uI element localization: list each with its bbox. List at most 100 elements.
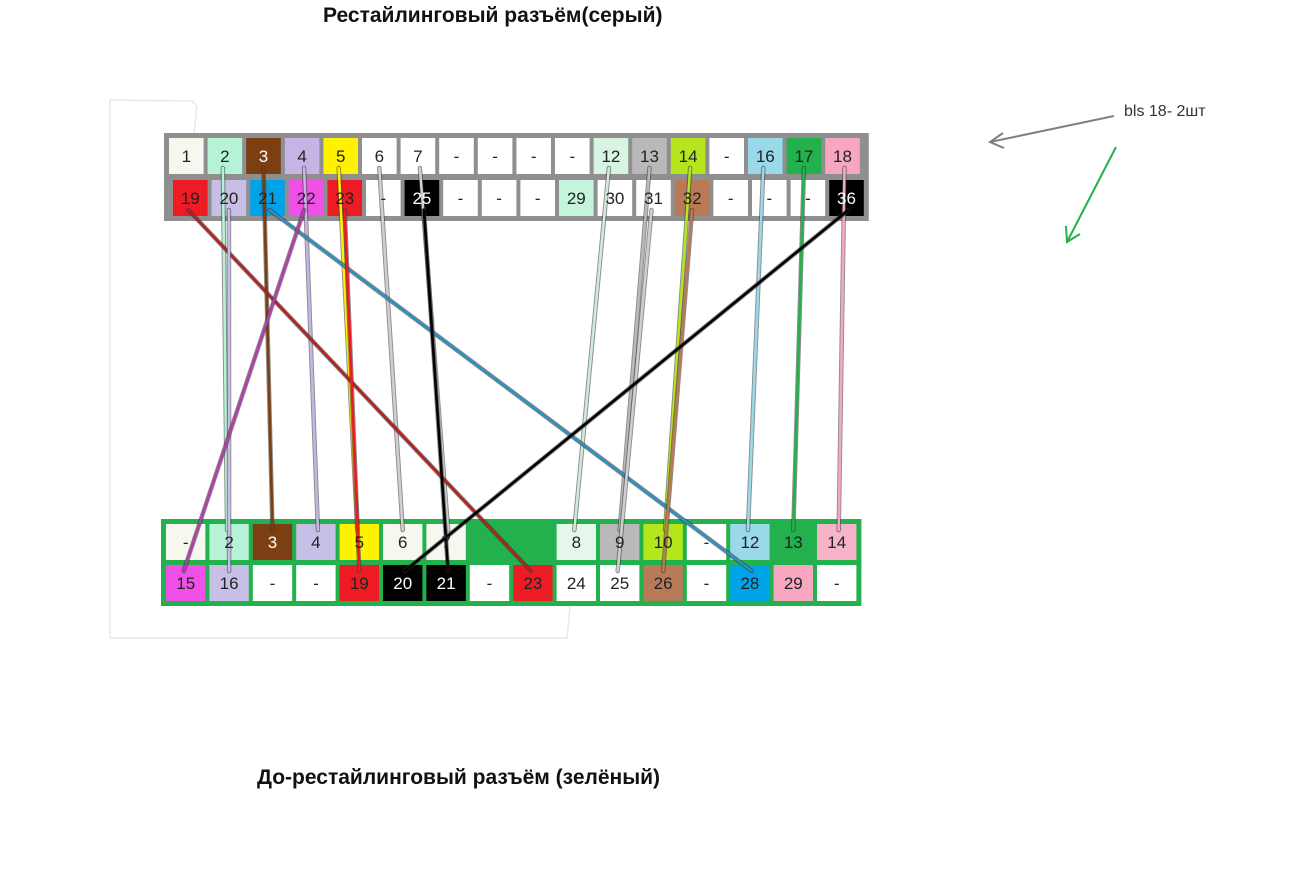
green-connector-pin-label: 13 (784, 533, 803, 552)
gray-connector-pin-label: 4 (297, 147, 306, 166)
green-connector-pin-label: 20 (393, 574, 412, 593)
gray-connector-pin-label: - (724, 147, 730, 166)
gray-connector-pin-label: 12 (601, 147, 620, 166)
green-connector-pin-label: 26 (654, 574, 673, 593)
green-arrow (1065, 146, 1117, 244)
gray-connector-pin-label: 14 (679, 147, 698, 166)
wire (616, 208, 653, 573)
green-connector-pin-label: 2 (224, 533, 233, 552)
gray-connector-pin-label: - (458, 189, 464, 208)
wires-layer (181, 165, 851, 574)
gray-connector-pin-label: 3 (259, 147, 268, 166)
green-connector-pin-cell (817, 565, 857, 601)
wire (422, 208, 450, 573)
gray-connector-pin-label: 17 (794, 147, 813, 166)
gray-connector-pin-label: - (728, 189, 734, 208)
annotation-note: bls 18- 2шт (1124, 103, 1206, 120)
gray-connector-pin-label: 29 (567, 189, 586, 208)
green-connector-pin-label: 10 (654, 533, 673, 552)
gray-connector-pin-label: - (492, 147, 498, 166)
gray-connector-pin-label: 22 (297, 189, 316, 208)
wire (572, 166, 611, 532)
green-connector-pin-cell (296, 565, 336, 601)
gray-connector-pin-label: - (805, 189, 811, 208)
wire (302, 166, 320, 532)
gray-connector-pin-label: 18 (833, 147, 852, 166)
green-connector-pin-label: - (313, 574, 319, 593)
gray-connector-pin-label: - (766, 189, 772, 208)
green-connector-pin-label: 15 (176, 574, 195, 593)
green-connector-pin-label: - (834, 574, 840, 593)
wire (182, 208, 306, 573)
note-arrow (987, 115, 1115, 149)
gray-connector-pin-label: 5 (336, 147, 345, 166)
green-connector-pin-label: 12 (740, 533, 759, 552)
green-connector-pin-label: 21 (437, 574, 456, 593)
gray-connector-pin-label: - (531, 147, 537, 166)
green-connector-pin-label: 24 (567, 574, 586, 593)
green-connector-pin-label: 6 (398, 533, 407, 552)
wire (268, 208, 754, 573)
gray-connector-pin-label: 16 (756, 147, 775, 166)
wire (187, 208, 533, 573)
green-connector-pin-label: 9 (615, 533, 624, 552)
green-connector-pin-label: - (270, 574, 276, 593)
title-restyling-connector: Рестайлинговый разъём(серый) (323, 4, 663, 27)
green-connector-pin-label: 16 (220, 574, 239, 593)
gray-connector-pin-label: 1 (182, 147, 191, 166)
gray-connector-pin-label: 21 (258, 189, 277, 208)
green-connector-pin-label: 7 (441, 533, 450, 552)
gray-connector-pin-cell (481, 180, 517, 216)
gray-connector-pin-label: 36 (837, 189, 856, 208)
title-prerestyling-connector: До-рестайлинговый разъём (зелёный) (257, 766, 661, 789)
wire (661, 208, 694, 573)
gray-connector-pin-label: 23 (335, 189, 354, 208)
gray-connector-pin-label: 30 (605, 189, 624, 208)
wire (618, 166, 651, 532)
green-connector-pin-label: - (487, 574, 493, 593)
gray-connector-pin-label: 2 (220, 147, 229, 166)
gray-connector-pin-cell (709, 138, 744, 174)
gray-connector-pin-label: 13 (640, 147, 659, 166)
gray-connector-pin-label: 20 (219, 189, 238, 208)
gray-connector-pin-cell (520, 180, 555, 216)
wire (403, 208, 850, 573)
gray-connector-pin-label: - (380, 189, 386, 208)
green-connector-pin-label: 3 (268, 533, 277, 552)
wire (221, 166, 229, 532)
gray-connector-pin-label: - (569, 147, 575, 166)
green-connector-pin-cell (556, 565, 596, 601)
green-connector-pin-label: - (704, 574, 710, 593)
green-connector-pin-cell (513, 524, 553, 560)
gray-connector-pin-cell (477, 138, 513, 174)
gray-connector-pin-cell (559, 180, 594, 216)
gray-connector-pin-label: 7 (413, 147, 422, 166)
wire (837, 166, 846, 532)
wire (746, 166, 765, 532)
green-connector-pin-label: 28 (740, 574, 759, 593)
green-connector-pin-label: - (704, 533, 710, 552)
gray-connector-pin-cell (443, 180, 478, 216)
gray-connector-pin-label: - (454, 147, 460, 166)
green-connector-pin-cell (773, 565, 813, 601)
green-connector-pin-label: - (183, 533, 189, 552)
gray-connector-pin-label: 6 (375, 147, 384, 166)
wire (343, 208, 361, 573)
sketch-outline (109, 99, 571, 639)
gray-connector-pin-cell (752, 180, 787, 216)
green-connector-pin-label: 5 (355, 533, 364, 552)
green-connector-pin-label: 19 (350, 574, 369, 593)
green-connector-pin-label: 25 (610, 574, 629, 593)
green-connector-pin-label: 14 (827, 533, 846, 552)
gray-connector-pin-cell (790, 180, 826, 216)
gray-connector-pin-label: 32 (683, 189, 702, 208)
green-connector-pin-label: 29 (784, 574, 803, 593)
green-connector-pin-cell (252, 565, 293, 601)
gray-connector-pin-label: 19 (181, 189, 200, 208)
wire (262, 166, 274, 532)
green-connector-pin-label: 23 (523, 574, 542, 593)
green-connector-pin-label: 8 (572, 533, 581, 552)
gray-connector-pin-cell (439, 138, 474, 174)
gray-connector-pin-cell (169, 138, 204, 174)
